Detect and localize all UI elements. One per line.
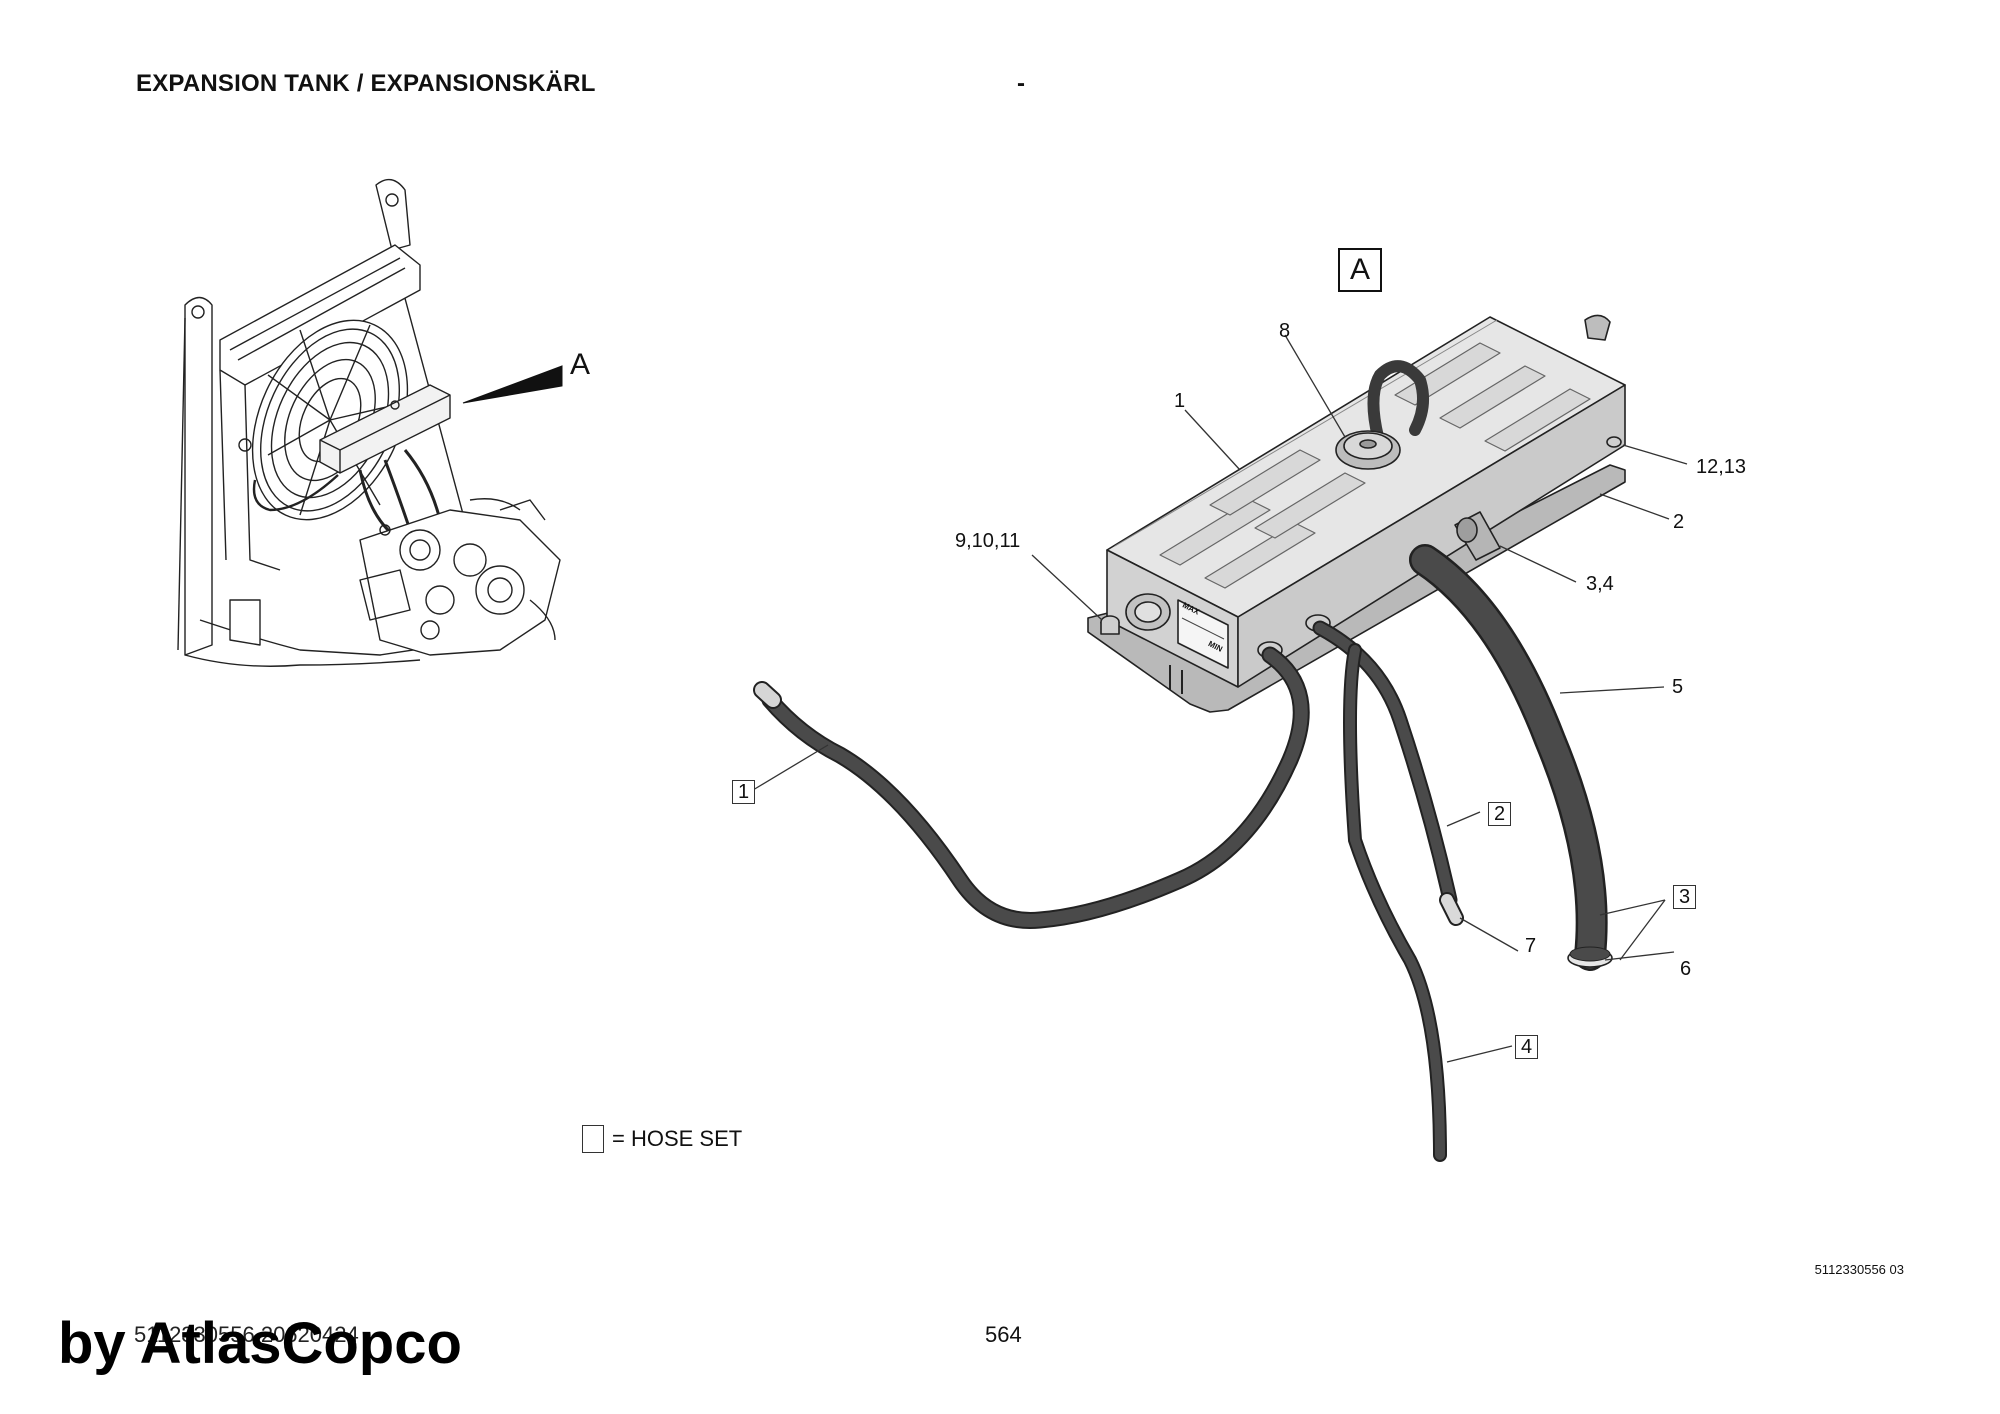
filler-loop-hose (1367, 360, 1430, 443)
level-sight-glass (1177, 599, 1229, 669)
leader-lines (752, 334, 1688, 1063)
callout-3-4: 3,4 (1586, 573, 1614, 595)
title-dash: - (1017, 70, 1025, 97)
drawing-number: 5112330556 03 (1814, 1262, 1904, 1277)
hoses (753, 544, 1613, 1162)
overview-view-label: A (570, 348, 591, 381)
callout-5: 5 (1672, 676, 1684, 698)
watermark: by AtlasCopco (58, 1311, 462, 1376)
callout-1: 1 (1174, 390, 1186, 412)
detail-view-label: A (1338, 248, 1382, 292)
document-code: 5112330556 20620424 (134, 1322, 359, 1347)
callout-2: 2 (1673, 511, 1685, 533)
bracket-bolt-rear (1606, 436, 1622, 448)
callout-8: 8 (1279, 320, 1291, 342)
page-number: 564 (985, 1322, 1022, 1347)
hose-set-callout-4: 4 (1515, 1035, 1539, 1059)
hose-set-callout-3: 3 (1673, 885, 1697, 909)
legend-box-icon (582, 1125, 604, 1153)
legend-text: = HOSE SET (612, 1126, 743, 1151)
callout-6: 6 (1680, 958, 1692, 980)
callout-7: 7 (1525, 935, 1537, 957)
expansion-tank (1087, 314, 1626, 713)
hose-set-callout-1: 1 (732, 780, 756, 804)
hose-set-2 (1312, 620, 1458, 908)
hose-set-legend: = HOSE SET (582, 1125, 742, 1153)
tank-ribs (1159, 342, 1591, 589)
callout-9-10-11: 9,10,11 (955, 530, 1021, 552)
page-title: EXPANSION TANK / EXPANSIONSKÄRL (136, 70, 596, 97)
view-a-pointer-arrow (462, 365, 563, 404)
overview-illustration (177, 178, 561, 667)
callout-12-13: 12,13 (1696, 456, 1747, 478)
hose-set-callout-2: 2 (1488, 802, 1512, 826)
